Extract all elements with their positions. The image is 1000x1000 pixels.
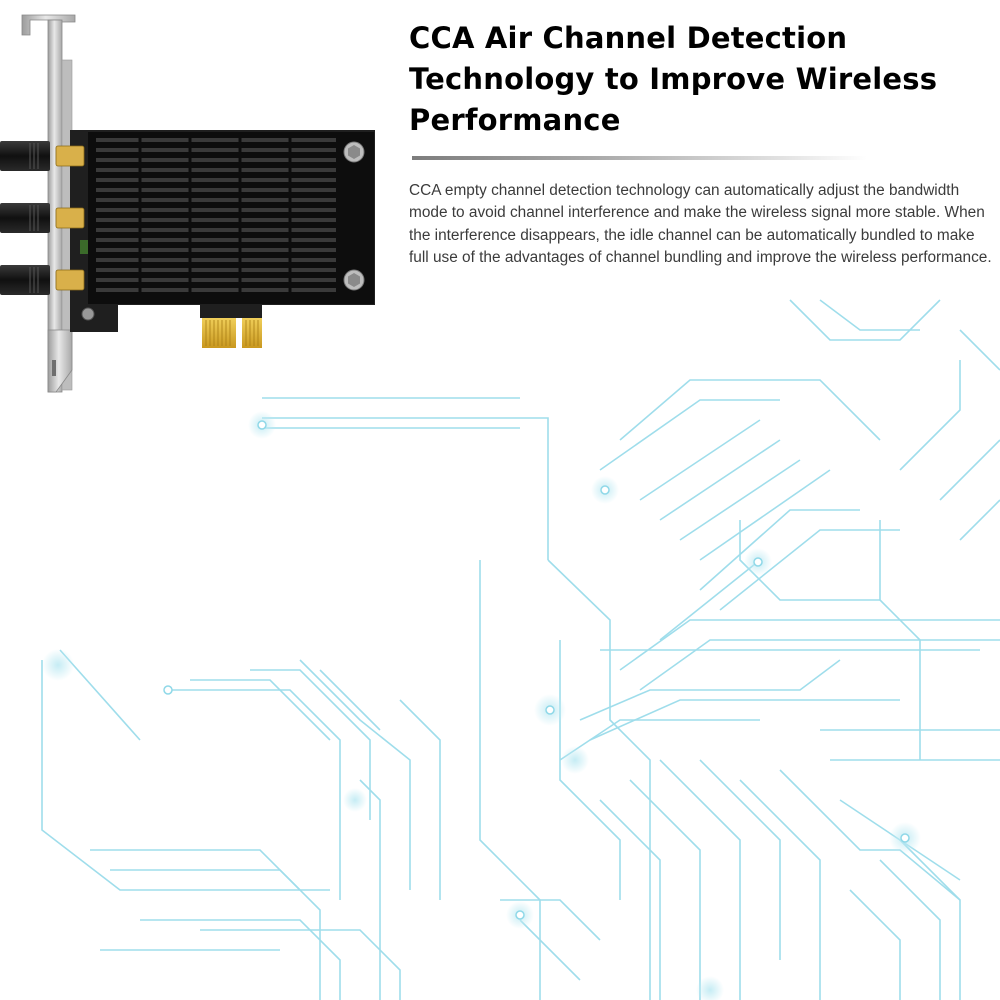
pcie-wifi-adapter-image — [0, 14, 375, 393]
page-title: CCA Air Channel Detection Technology to … — [409, 21, 938, 137]
description-text: CCA empty channel detection technology c… — [409, 182, 992, 266]
antennas — [0, 141, 50, 295]
heatsink — [88, 132, 374, 304]
pcie-gold-contacts — [202, 318, 262, 348]
antenna-connectors — [55, 145, 85, 291]
title-divider — [412, 156, 867, 160]
